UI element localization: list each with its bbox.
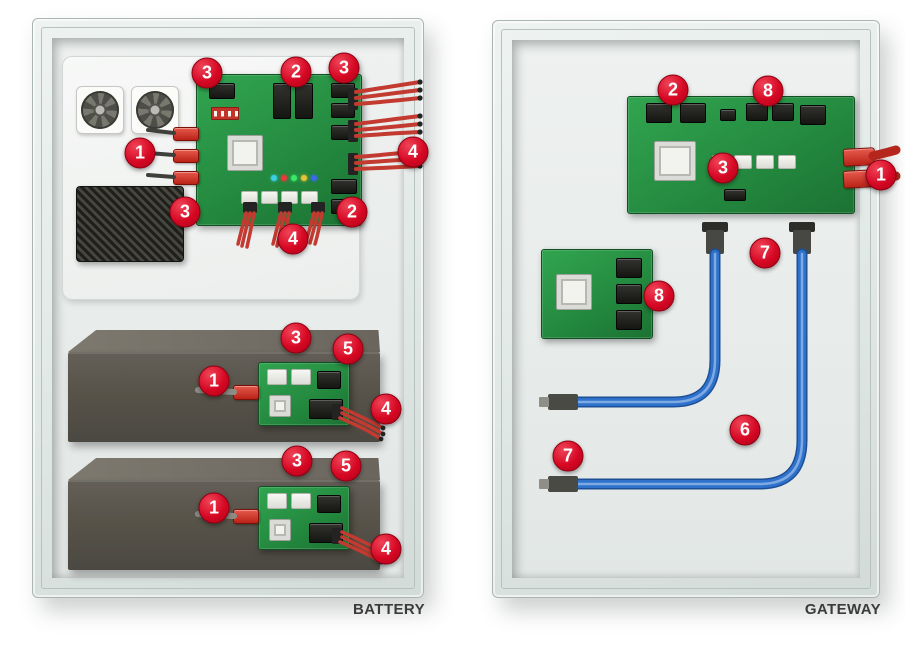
battery-module-2-bms-board [233,486,350,550]
callout-badge: 3 [707,152,739,184]
gateway-main-board [627,96,855,214]
processor-chip [227,135,263,171]
dip-switch-block [211,107,239,120]
connector-black [309,399,343,419]
callout-badge: 4 [370,533,402,565]
callout-badge: 5 [332,333,364,365]
gateway-cabinet-door-frame [501,29,871,589]
connector-white [756,155,774,169]
connector-black [746,103,768,121]
callout-badge: 7 [552,440,584,472]
connector-black [331,179,357,194]
connector-white [267,369,287,385]
connector-white [291,493,311,509]
connector-black [616,258,642,278]
connector-black [273,83,291,119]
callout-badge: 1 [198,492,230,524]
connector-black [317,495,341,513]
power-plug-red [173,149,199,163]
callout-badge: 6 [729,414,761,446]
connector-white [281,191,298,204]
callout-badge: 8 [643,280,675,312]
status-led [301,175,307,181]
power-plug-red [233,385,259,400]
callout-badge: 3 [328,52,360,84]
fan-hub-icon [148,103,162,117]
battery-cabinet-door-frame [41,27,415,589]
callout-badge: 8 [752,75,784,107]
gateway-io-board [541,249,653,339]
connector-black [720,109,736,121]
callout-badge: 1 [198,365,230,397]
cooling-fan-right [131,86,179,134]
power-plug-red [233,509,259,524]
processor-chip [269,519,291,541]
connector-black [646,103,672,123]
callout-badge: 3 [281,445,313,477]
connector-black [309,523,343,543]
battery-control-board [173,74,362,226]
connector-black [331,103,355,118]
callout-badge: 1 [124,137,156,169]
connector-white [301,191,318,204]
callout-badge: 2 [657,74,689,106]
gateway-panel-label: GATEWAY [804,601,881,618]
status-led [311,175,317,181]
status-led [281,175,287,181]
power-plug-red [173,171,199,185]
status-led [291,175,297,181]
connector-black [616,284,642,304]
connector-black [295,83,313,119]
heatsink [76,186,184,262]
processor-chip [269,395,291,417]
power-plug-red [173,127,199,141]
callout-badge: 3 [280,322,312,354]
connector-white [778,155,796,169]
fan-hub-icon [93,103,107,117]
callout-badge: 7 [749,237,781,269]
callout-badge: 1 [865,159,897,191]
connector-black [317,371,341,389]
connector-black [800,105,826,125]
connector-white [267,493,287,509]
connector-black [209,83,235,99]
processor-chip [654,141,696,181]
callout-badge: 4 [370,393,402,425]
battery-panel-label: BATTERY [353,601,425,618]
callout-badge: 4 [277,223,309,255]
connector-black [680,103,706,123]
connector-black [724,189,746,201]
callout-badge: 5 [330,450,362,482]
callout-badge: 3 [169,196,201,228]
callout-badge: 2 [336,196,368,228]
callout-badge: 3 [191,57,223,89]
processor-chip [556,274,592,310]
connector-white [291,369,311,385]
connector-black [772,103,794,121]
status-led [271,175,277,181]
callout-badge: 4 [397,136,429,168]
connector-black [331,83,355,98]
callout-badge: 2 [280,56,312,88]
connector-black [616,310,642,330]
battery-module-1-bms-board [233,362,350,426]
cooling-fan-left [76,86,124,134]
connector-white [261,191,278,204]
connector-white [241,191,258,204]
connector-black [331,125,355,140]
